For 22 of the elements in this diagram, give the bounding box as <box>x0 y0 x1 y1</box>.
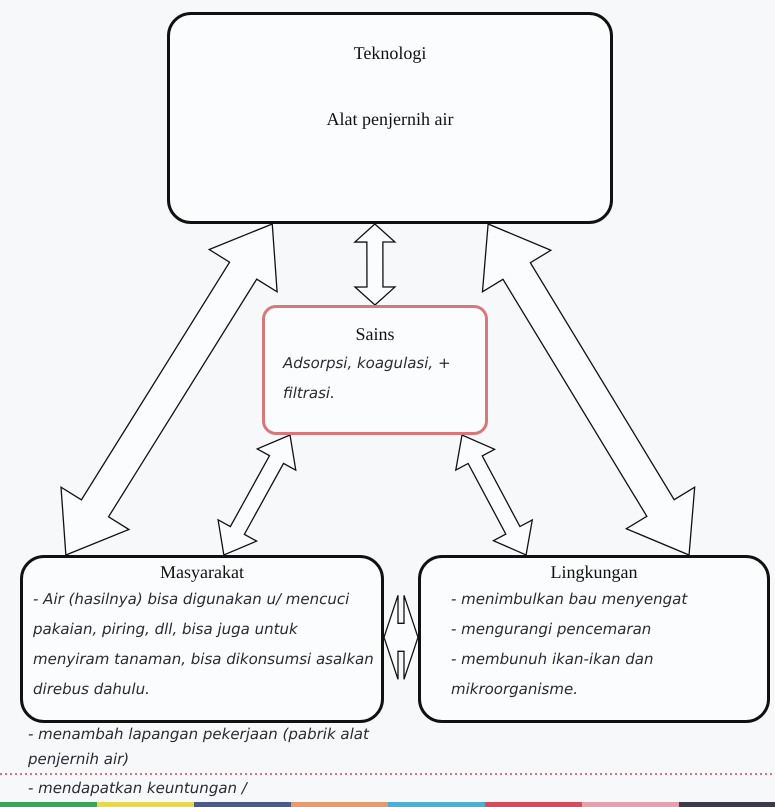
heading-text: Masyarakat <box>159 562 245 583</box>
handwritten-text: - membunuh ikan-ikan dan mikroorganisme. <box>451 649 654 700</box>
double-block-arrow <box>383 594 419 680</box>
double-block-arrow <box>217 434 297 556</box>
heading-text: Alat penjernih air <box>326 109 454 130</box>
double-block-arrow <box>353 223 397 306</box>
heading-text: Lingkungan <box>550 562 638 583</box>
technology-box <box>167 12 613 224</box>
handwritten-text: - Air (hasilnya) bisa digunakan u/ mencuci pakaian, piring, dll, bisa juga untuk menyiram tanaman, bisa dikonsumsi asalkan direbus dahulu. <box>33 589 375 700</box>
heading-text: Teknologi <box>352 43 428 64</box>
handwritten-text: - mengurangi pencemaran <box>451 619 652 640</box>
double-block-arrow <box>482 223 696 556</box>
science-box <box>262 305 488 435</box>
heading-text: Sains <box>354 324 396 345</box>
handwritten-text: - menambah lapangan pekerjaan (pabrik alat penjernih air) <box>28 724 370 770</box>
environment-box <box>418 555 770 723</box>
handwritten-text: - mendapatkan keuntungan / <box>28 778 249 799</box>
double-block-arrow <box>60 223 278 556</box>
society-box <box>20 555 384 723</box>
double-block-arrow <box>454 434 534 556</box>
handwritten-text: Adsorpsi, koagulasi, + filtrasi. <box>283 353 452 404</box>
handwritten-text: - menimbulkan bau menyengat <box>451 589 689 610</box>
